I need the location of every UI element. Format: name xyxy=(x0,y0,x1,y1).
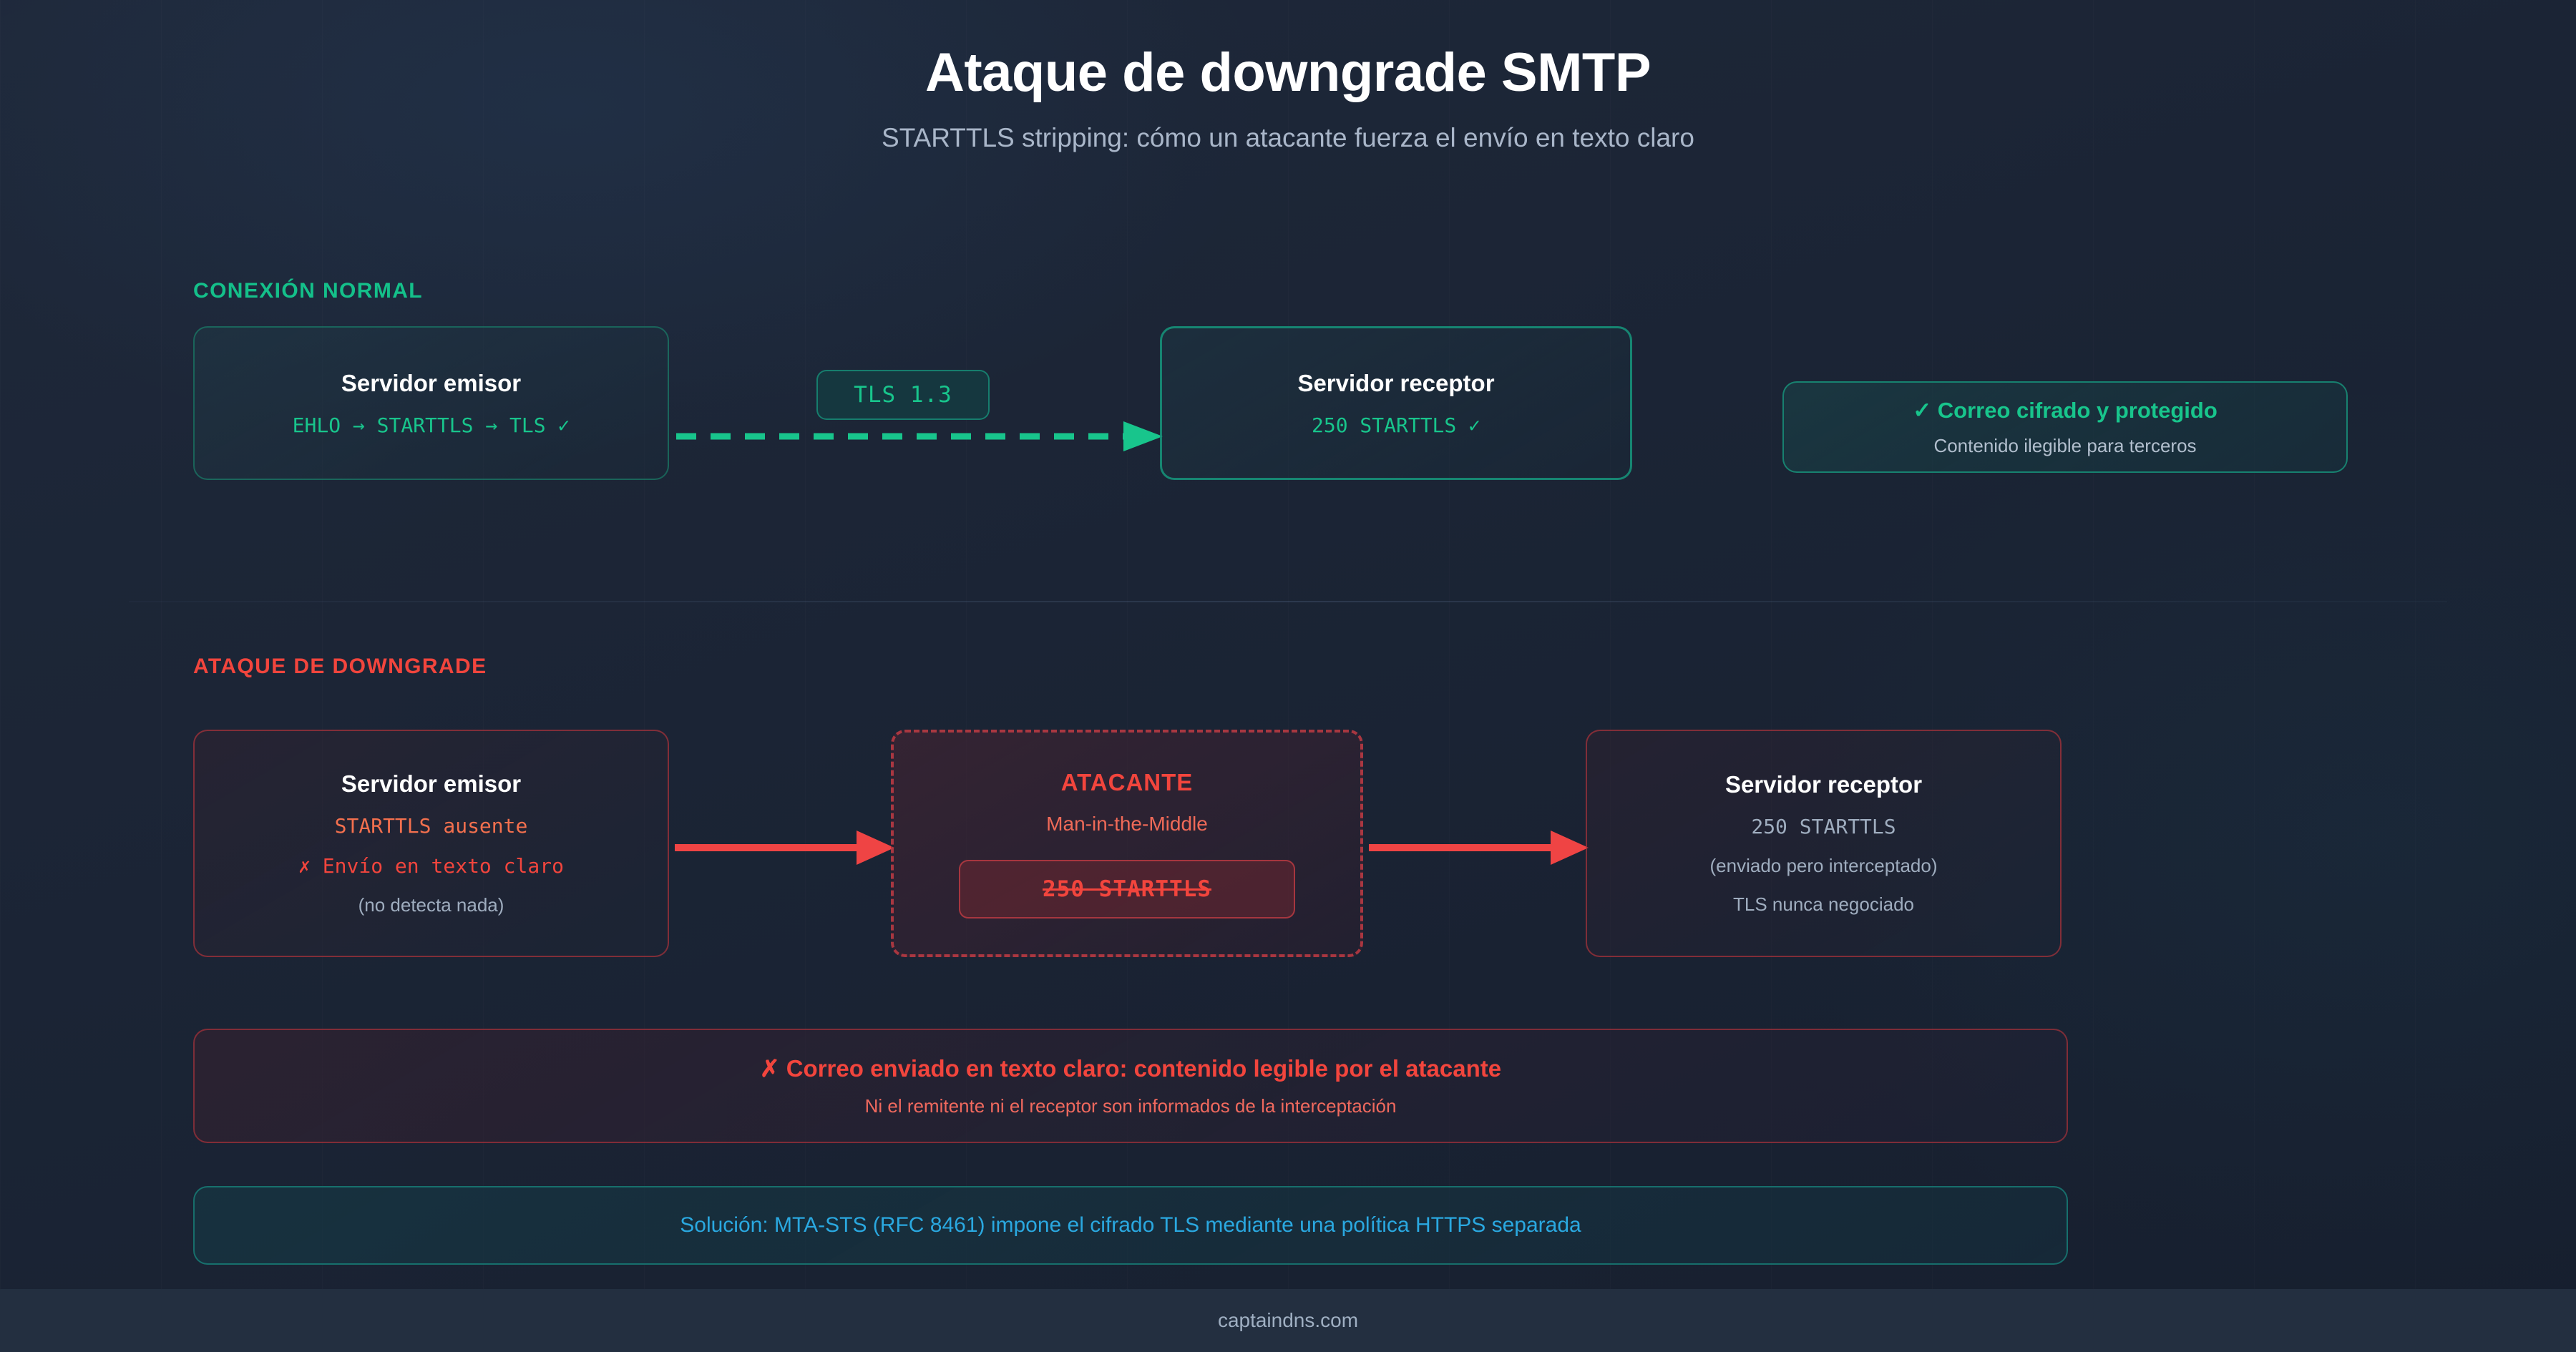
attack-sender-line-1: STARTTLS ausente xyxy=(334,814,528,838)
normal-receiver-node: Servidor receptor 250 STARTTLS ✓ xyxy=(1160,326,1632,480)
solution-banner-text: Solución: MTA-STS (RFC 8461) impone el c… xyxy=(680,1213,1581,1237)
attack-sender-line-3: (no detecta nada) xyxy=(358,894,504,916)
normal-sender-node: Servidor emisor EHLO → STARTTLS → TLS ✓ xyxy=(193,326,669,480)
attack-sender-node: Servidor emisor STARTTLS ausente ✗ Envío… xyxy=(193,730,669,957)
tls-version-badge: TLS 1.3 xyxy=(816,370,990,420)
header: Ataque de downgrade SMTP STARTTLS stripp… xyxy=(0,0,2576,153)
attack-section-label: ATAQUE DE DOWNGRADE xyxy=(193,655,487,678)
stripped-command-pill: 250 STARTTLS xyxy=(959,859,1295,919)
cleartext-alert-banner: ✗ Correo enviado en texto claro: conteni… xyxy=(193,1029,2068,1143)
footer: captaindns.com xyxy=(0,1289,2576,1352)
secure-result-badge: ✓ Correo cifrado y protegido Contenido i… xyxy=(1782,381,2348,473)
footer-site-name: captaindns.com xyxy=(1217,1309,1359,1331)
attack-arrow-sender-to-attacker xyxy=(675,831,894,865)
cleartext-alert-title: ✗ Correo enviado en texto claro: conteni… xyxy=(759,1055,1502,1082)
normal-sender-detail: EHLO → STARTTLS → TLS ✓ xyxy=(292,413,570,437)
cleartext-alert-subtitle: Ni el remitente ni el receptor son infor… xyxy=(864,1095,1397,1117)
attacker-node: ATACANTE Man-in-the-Middle 250 STARTTLS xyxy=(891,730,1363,957)
normal-section-label: CONEXIÓN NORMAL xyxy=(193,279,423,303)
attacker-title: ATACANTE xyxy=(1060,768,1194,795)
normal-receiver-title: Servidor receptor xyxy=(1297,369,1495,396)
attack-receiver-node: Servidor receptor 250 STARTTLS (enviado … xyxy=(1586,730,2062,957)
page-subtitle: STARTTLS stripping: cómo un atacante fue… xyxy=(882,122,1694,152)
attack-receiver-line-3: TLS nunca negociado xyxy=(1733,893,1914,915)
page-title: Ataque de downgrade SMTP xyxy=(924,42,1652,103)
attack-receiver-title: Servidor receptor xyxy=(1724,771,1923,798)
solution-banner: Solución: MTA-STS (RFC 8461) impone el c… xyxy=(193,1186,2068,1265)
attack-sender-title: Servidor emisor xyxy=(341,770,522,797)
secure-result-title: ✓ Correo cifrado y protegido xyxy=(1913,397,2218,423)
normal-receiver-detail: 250 STARTTLS ✓ xyxy=(1311,413,1480,437)
attacker-subtitle: Man-in-the-Middle xyxy=(1046,812,1208,835)
section-divider xyxy=(129,601,2447,602)
normal-sender-title: Servidor emisor xyxy=(341,369,522,396)
attack-arrow-attacker-to-receiver xyxy=(1369,831,1589,865)
attack-sender-line-2: ✗ Envío en texto claro xyxy=(298,854,564,878)
attack-receiver-line-1: 250 STARTTLS xyxy=(1751,815,1896,838)
attack-receiver-line-2: (enviado pero interceptado) xyxy=(1709,855,1938,876)
secure-result-subtitle: Contenido ilegible para terceros xyxy=(1933,434,2197,456)
stripped-command-text: 250 STARTTLS xyxy=(1043,876,1211,902)
normal-connection-arrow xyxy=(676,421,1163,451)
